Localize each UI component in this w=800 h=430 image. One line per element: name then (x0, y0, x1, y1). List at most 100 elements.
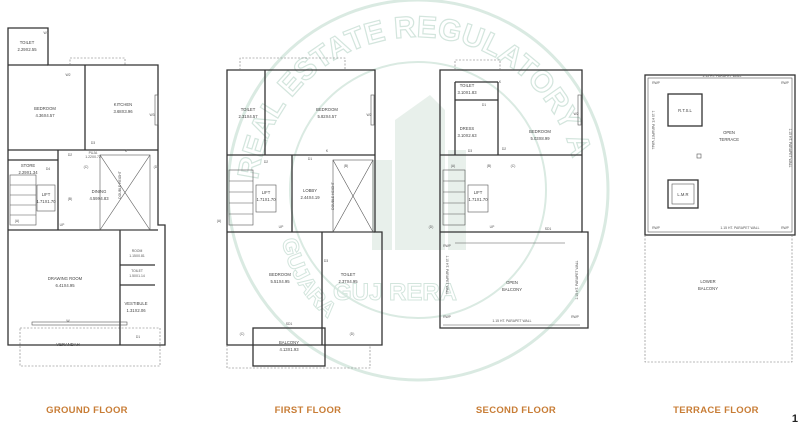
first-tag-d3: D3 (324, 259, 328, 263)
ground-outline (7, 27, 166, 346)
ground-vestibule-size: 1.31X2.06 (126, 308, 146, 313)
ground-staircase (9, 174, 37, 226)
second-lift-name: LIFT (474, 190, 483, 195)
terrace-rwp-3: RWP (652, 226, 661, 230)
ground-tag-w2: W2 (65, 73, 70, 77)
ground-vestibule-name: VESTIBULE (124, 301, 147, 306)
first-toilet2-name: TOILET (341, 272, 356, 277)
second-tag-d: (D) (429, 225, 434, 229)
ground-puja-size: 1.22X0.72 (85, 155, 101, 159)
ground-dining-size: 4.59X4.83 (89, 196, 109, 201)
ground-puja-name: PUJA (89, 151, 98, 155)
first-bedroom-size: 5.82X4.57 (317, 114, 337, 119)
second-rwp-label-1: RWP (443, 244, 452, 248)
ground-bedroom-name: BEDROOM (34, 106, 56, 111)
first-double-height-void (332, 159, 374, 233)
second-rwp-label-3: RWP (571, 315, 580, 319)
first-tag-a: (A) (217, 219, 222, 223)
first-lift-shaft (255, 184, 277, 213)
terrace-lmr-label: L.M.R (677, 192, 688, 197)
second-tag-c: (C) (511, 164, 516, 168)
first-balcony-size: 4.13X1.93 (279, 347, 299, 352)
terrace-open-line2: TERRACE (719, 137, 739, 142)
first-lobby-name: LOBBY (303, 188, 317, 193)
ground-kitchen-size: 3.68X3.96 (113, 109, 133, 114)
second-floor-title: SECOND FLOOR (476, 405, 556, 416)
ground-sliding-door (31, 321, 128, 326)
second-bedroom-size: 5.03X8.99 (530, 136, 550, 141)
terrace-rtsl-box (667, 93, 703, 127)
second-tag-a: (A) (451, 164, 456, 168)
second-open-balcony-line1: OPEN (506, 280, 518, 285)
first-tag-sd1: SD1 (286, 322, 293, 326)
ground-lift-size: 1.71X1.70 (36, 199, 56, 204)
ground-tag-d3: D3 (91, 141, 95, 145)
first-bedroom2-size: 5.51X4.95 (270, 279, 290, 284)
ground-store-name: STORE (21, 163, 36, 168)
ground-tag-d1: D1 (136, 335, 140, 339)
ground-toilet-name: TOILET (20, 40, 35, 45)
first-floor-plan: TOILET 2.31X4.57 BEDROOM 5.82X4.57 LIFT … (217, 57, 383, 369)
terrace-parapet-left: 1.15 HT. PARAPET WALL (651, 110, 655, 149)
first-toilet2-size: 2.37X4.95 (338, 279, 358, 284)
ground-tag-up: UP (60, 223, 65, 227)
watermark-outer-ring (226, 0, 610, 382)
ground-double-height-void (99, 154, 151, 231)
terrace-open-line1: OPEN (723, 130, 735, 135)
second-tag-b: (B) (487, 164, 492, 168)
ground-tag-c: (C) (84, 165, 89, 169)
ground-kitchen-name: KITCHEN (114, 102, 132, 107)
first-balcony-name: BALCONY (279, 340, 299, 345)
first-staircase (228, 169, 254, 226)
terrace-lower-balcony-line2: BALCONY (698, 286, 718, 291)
ground-tag-d4: D4 (46, 167, 50, 171)
watermark-inner-ring (289, 61, 547, 319)
ground-toilet2-size: 1.50X1.14 (129, 274, 145, 278)
ground-floor-plan: TOILET 2.29X2.55 BEDROOM 4.36X4.57 KITCH… (7, 27, 166, 367)
ground-tag-w: W (66, 319, 70, 323)
terrace-lower-balcony-line1: LOWER (700, 279, 715, 284)
ground-tag-a: (A) (15, 219, 20, 223)
second-dress-name: DRESS (460, 126, 475, 131)
second-open-balcony-line2: BALCONY (502, 287, 522, 292)
first-lift-size: 1.71X1.70 (256, 197, 276, 202)
second-parapet-label-right: 1.15 HT. PARAPET WALL (575, 260, 579, 299)
ground-lift-name: LIFT (42, 192, 51, 197)
terrace-floor-title: TERRACE FLOOR (673, 405, 759, 416)
ground-verandah-outline (19, 327, 161, 367)
second-lift-size: 1.71X1.70 (468, 197, 488, 202)
second-staircase (442, 169, 466, 226)
terrace-rtsl-label: R.T.S.L (678, 108, 692, 113)
terrace-rwp-1: RWP (652, 81, 661, 85)
second-tag-d2: D2 (502, 147, 506, 151)
ground-tag-d2: D2 (68, 153, 72, 157)
second-toilet-name: TOILET (460, 83, 475, 88)
first-tag-d: (D) (350, 332, 355, 336)
first-lift-name: LIFT (262, 190, 271, 195)
ground-tag-w3: W3 (149, 113, 154, 117)
ground-drawing-room-size: 6.41X4.95 (55, 283, 75, 288)
first-tag-k: K (326, 149, 329, 153)
page-number: 1 (791, 413, 798, 425)
ground-floor-title: GROUND FLOOR (46, 405, 128, 416)
terrace-lower-balcony-outline (644, 235, 793, 363)
first-balcony-rect (252, 327, 326, 367)
second-tag-up: UP (490, 225, 495, 229)
terrace-floor-plan: R.T.S.L L.M.R OPEN TERRACE LOWER BALCONY… (644, 74, 796, 363)
first-tag-up: UP (279, 225, 284, 229)
first-double-height-label: DOUBLE HEIGHT (331, 182, 335, 210)
second-tag-k: K (499, 80, 502, 84)
ground-lift-shaft (36, 184, 56, 212)
second-tag-w2: W2 (573, 112, 578, 116)
terrace-parapet-top: 1.15 HT. PARAPET WALL (702, 74, 741, 78)
first-tag-d2: D2 (264, 160, 268, 164)
ground-tag-b: (B) (68, 197, 73, 201)
terrace-lmr-box (667, 179, 699, 209)
second-toilet-size: 3.10X1.83 (457, 90, 477, 95)
terrace-rwp-4: RWP (781, 226, 790, 230)
watermark-building-icon (372, 95, 466, 250)
first-bedroom-name: BEDROOM (316, 107, 338, 112)
ground-tag-d: (D) (154, 165, 159, 169)
first-toilet-size: 2.31X4.57 (238, 114, 258, 119)
